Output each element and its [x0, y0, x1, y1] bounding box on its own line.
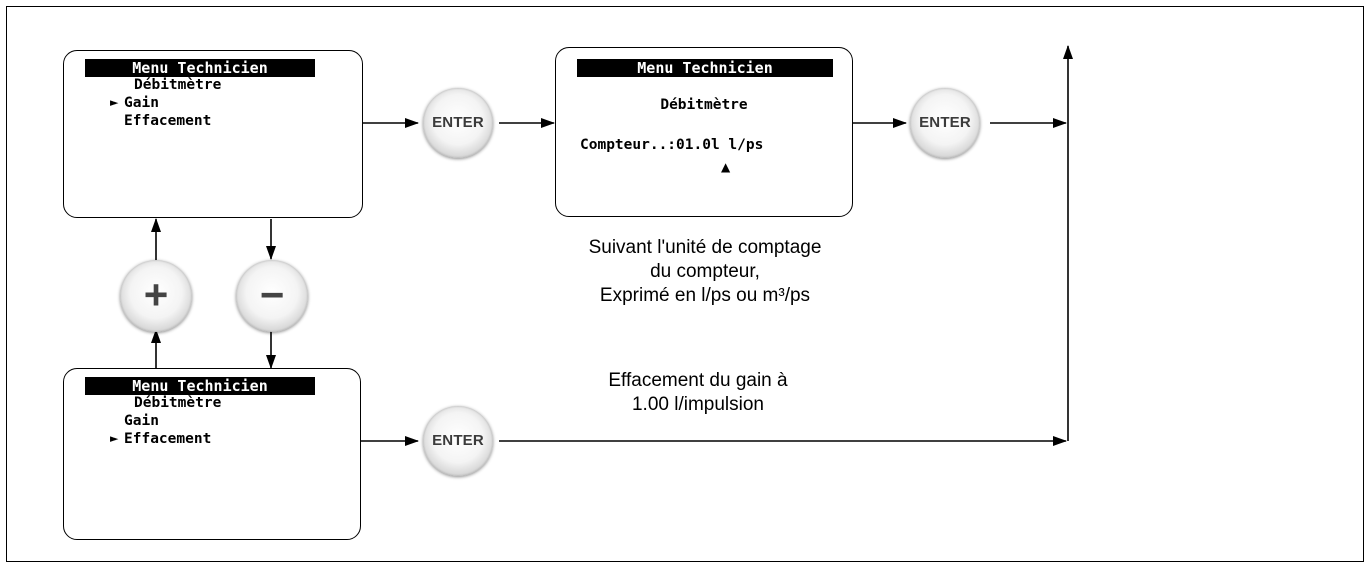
delete-note-line: 1.00 l/impulsion — [631, 394, 765, 415]
plus-button[interactable]: + — [120, 260, 192, 332]
delete-note: Effacement du gain à 1.00 l/impulsion — [568, 369, 828, 417]
screen-header: Menu Technicien — [85, 59, 315, 77]
delete-note-line: Effacement du gain à — [608, 370, 788, 391]
screen-gain-menu: Menu Technicien Débitmètre ► Gain Efface… — [63, 50, 363, 218]
unit-note-line: Exprimé en l/ps ou m³/ps — [599, 285, 811, 306]
menu-item-gain: Gain — [124, 413, 159, 429]
enter-button[interactable]: ENTER — [423, 88, 493, 158]
minus-button[interactable]: − — [236, 260, 308, 332]
enter-button[interactable]: ENTER — [423, 406, 493, 476]
enter-button[interactable]: ENTER — [910, 88, 980, 158]
menu-item-effacement: Effacement — [124, 431, 212, 447]
menu-item-gain: Gain — [124, 95, 159, 111]
screen-header: Menu Technicien — [85, 377, 315, 395]
screen-header: Menu Technicien — [577, 59, 833, 77]
edit-cursor-icon: ▲ — [721, 160, 731, 174]
menu-item-debitmetre: Débitmètre — [134, 395, 222, 411]
menu-item-effacement: Effacement — [124, 113, 212, 129]
unit-note-line: Suivant l'unité de comptage — [588, 237, 822, 258]
selection-pointer-icon: ► — [110, 432, 119, 445]
unit-note-line: du compteur, — [650, 261, 760, 282]
selection-pointer-icon: ► — [110, 96, 119, 109]
unit-note: Suivant l'unité de comptage du compteur,… — [540, 236, 870, 308]
screen-title: Débitmètre — [660, 97, 748, 113]
menu-item-debitmetre: Débitmètre — [134, 77, 222, 93]
screen-delete-menu: Menu Technicien Débitmètre Gain ► Efface… — [63, 368, 361, 540]
meter-value-line: Compteur..:01.0l l/ps — [580, 137, 764, 153]
screen-meter-value: Menu Technicien Débitmètre Compteur..:01… — [555, 47, 853, 217]
